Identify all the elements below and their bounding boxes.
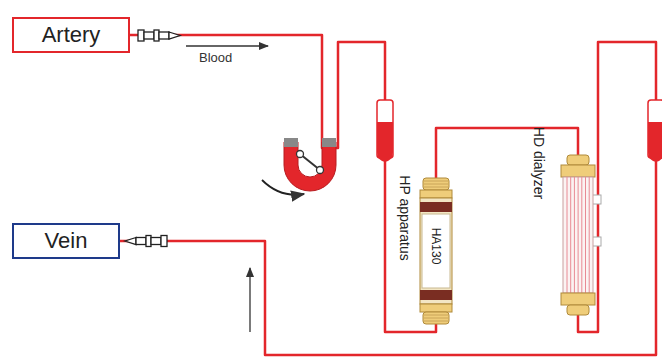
blood-tube [130, 35, 436, 332]
dialyzer-shape [561, 155, 595, 315]
part-name: HP apparatus [397, 175, 413, 260]
vein-box: Vein [12, 223, 120, 259]
drip-chamber [377, 100, 393, 162]
hd-dialyzer: HD dialyzer [561, 155, 595, 315]
node-label: Artery [42, 22, 101, 48]
artery-needle [138, 30, 180, 41]
part-name: HD dialyzer [531, 127, 547, 199]
blood-tube [436, 128, 578, 178]
flow-arrow [249, 268, 250, 332]
blood-pump [262, 138, 336, 195]
hp-cartridge: HP apparatusHA130 [419, 178, 453, 324]
drip-chamber [648, 100, 662, 162]
flow-arrow [186, 45, 268, 46]
node-label: Vein [45, 228, 88, 254]
model-number: HA130 [429, 228, 443, 265]
vein-needle [125, 236, 167, 247]
artery-box: Artery [12, 17, 130, 53]
flow-label: Blood [199, 50, 232, 65]
blood-tube [120, 42, 656, 355]
